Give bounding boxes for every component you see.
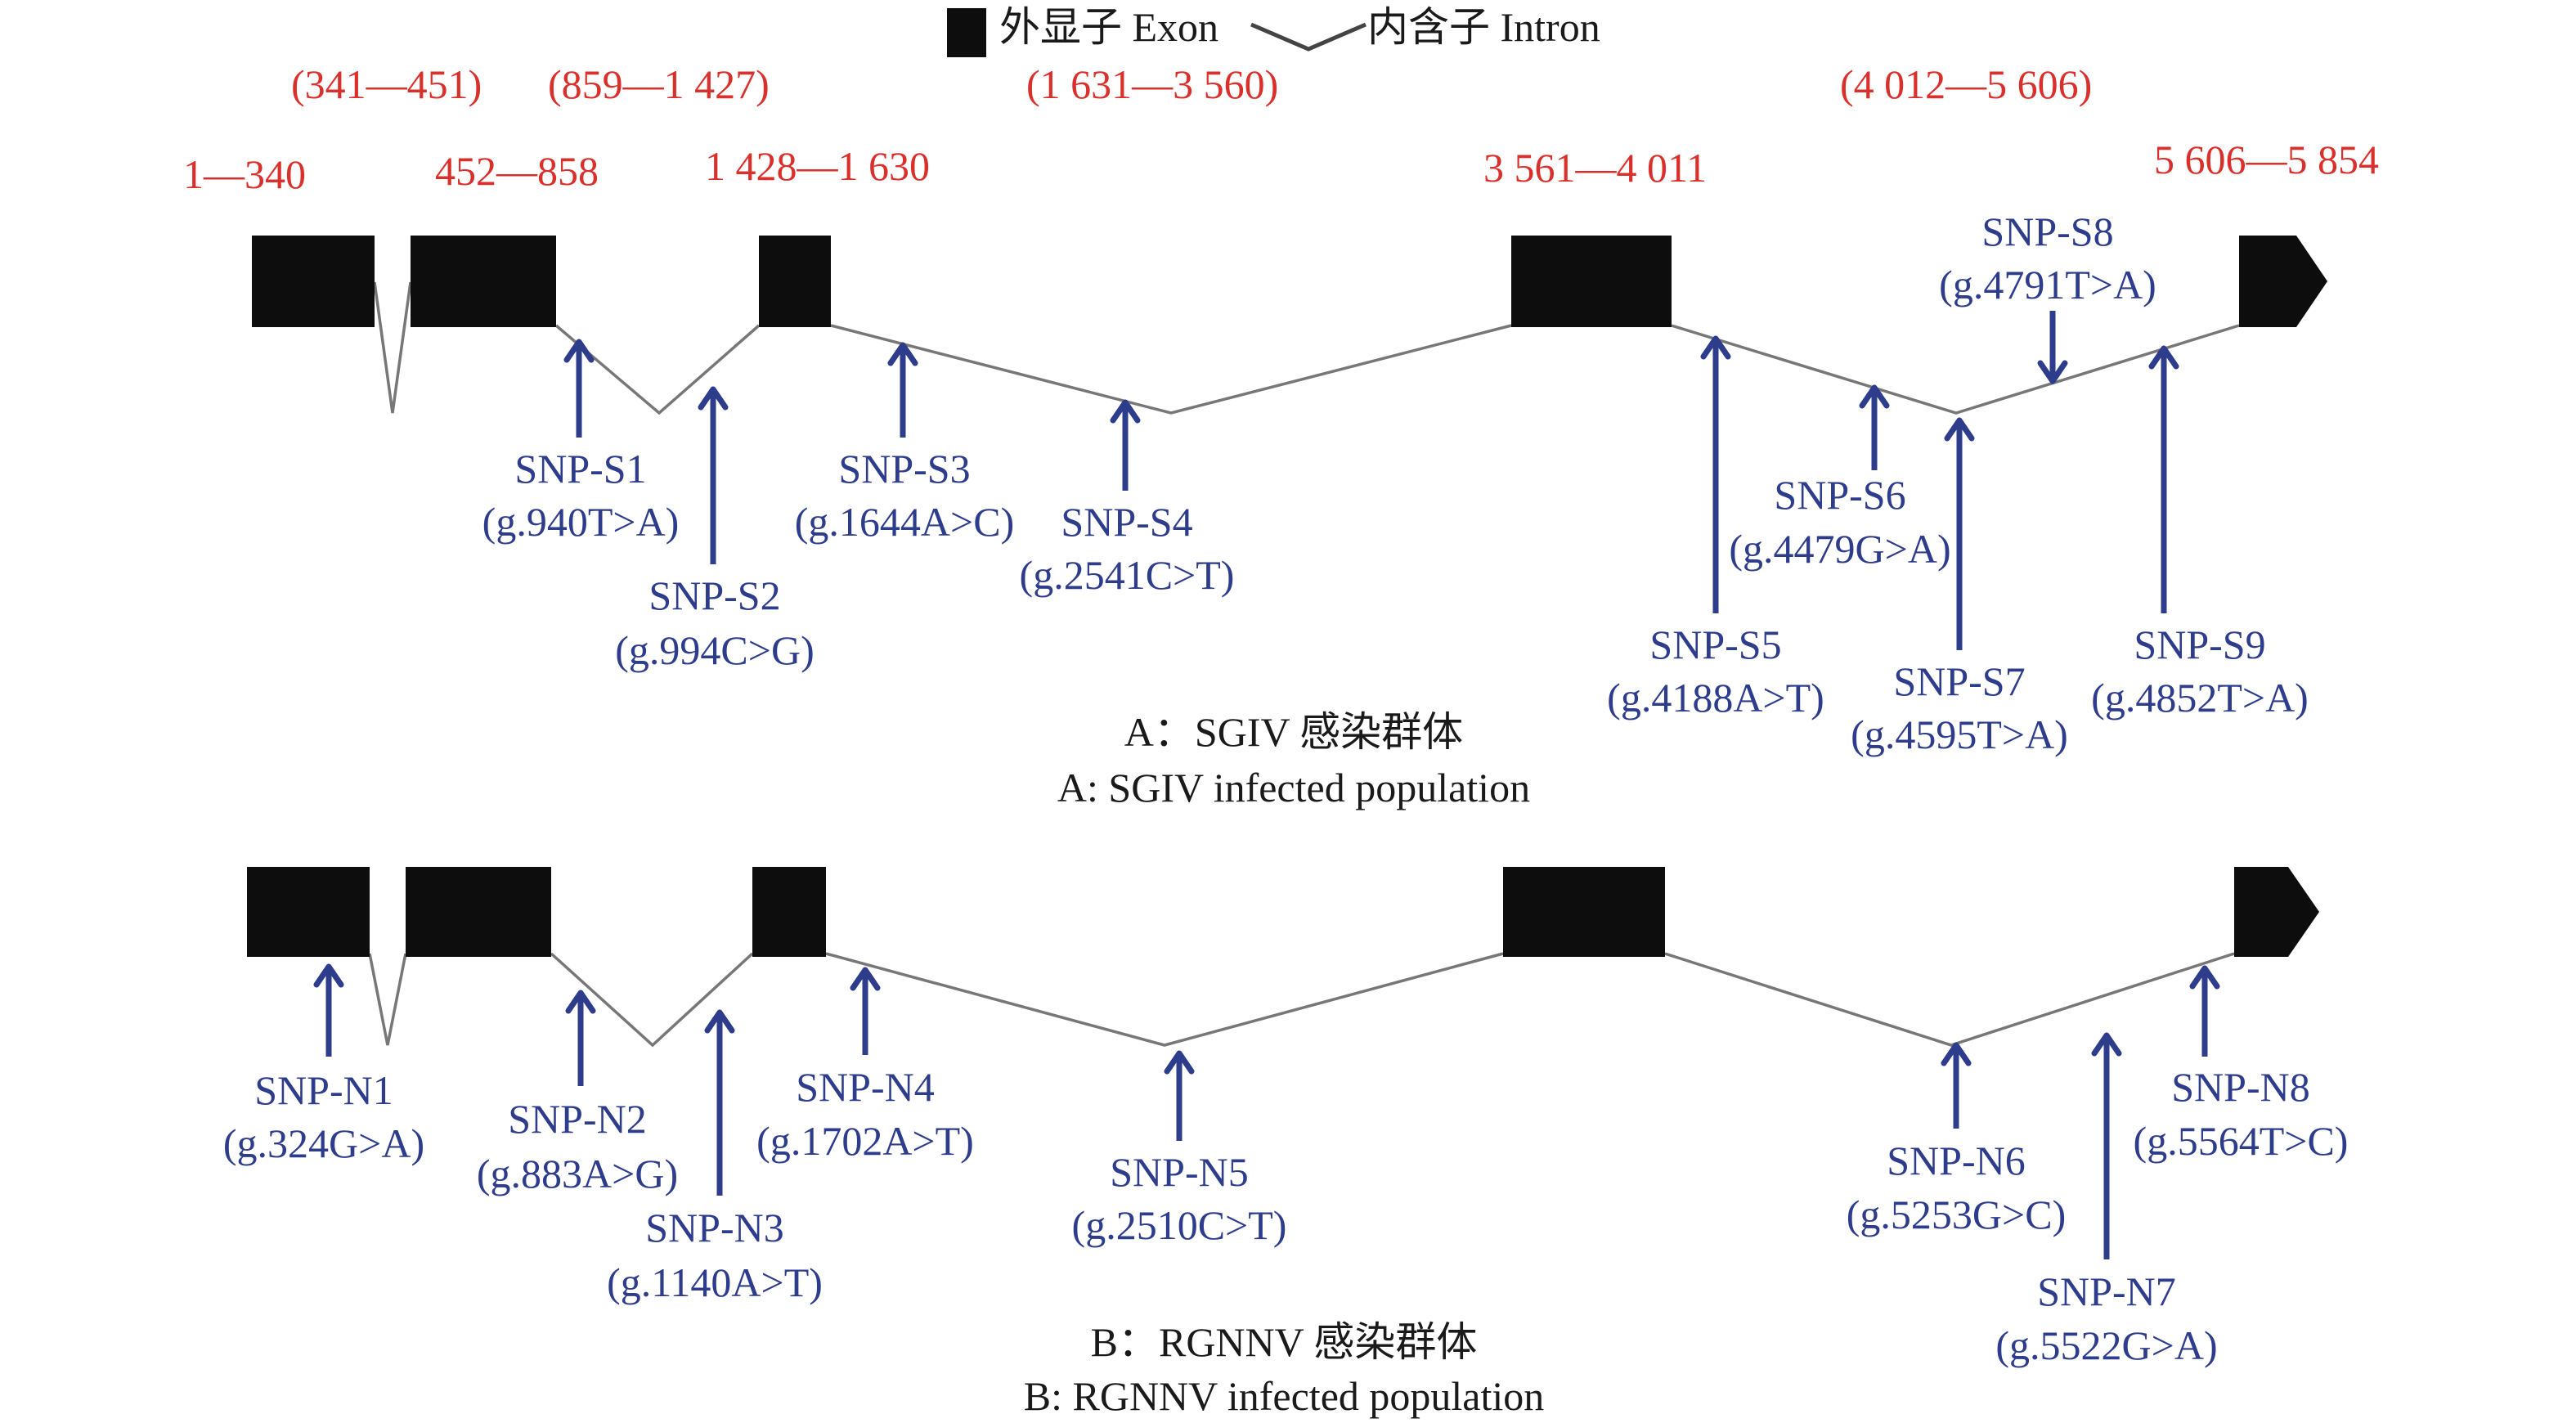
panel-b-caption-en: B: RGNNV infected population bbox=[1024, 1373, 1545, 1419]
panel-a: (341—451) (859—1 427) (1 631—3 560) (4 0… bbox=[183, 61, 2379, 810]
intron-range-a-4: (4 012—5 606) bbox=[1840, 61, 2092, 107]
intron-a-2 bbox=[554, 324, 761, 415]
snp-s3-variant: (g.1644A>C) bbox=[795, 499, 1014, 545]
snp-s2-variant: (g.994C>G) bbox=[615, 627, 814, 673]
panel-a-caption-cn: A：SGIV 感染群体 bbox=[1124, 709, 1463, 755]
snp-s7-arrow bbox=[1944, 417, 1975, 650]
intron-legend-label: 内含子 Intron bbox=[1367, 4, 1600, 50]
panel-b-caption-cn: B：RGNNV 感染群体 bbox=[1091, 1319, 1478, 1365]
intron-range-a-1: (341—451) bbox=[291, 61, 482, 107]
snp-n2-variant: (g.883A>G) bbox=[477, 1151, 678, 1196]
panel-b: SNP-N1 (g.324G>A) SNP-N2 (g.883A>G) SNP-… bbox=[223, 867, 2349, 1419]
snp-n4-variant: (g.1702A>T) bbox=[756, 1118, 974, 1164]
snp-s7-variant: (g.4595T>A) bbox=[1851, 712, 2068, 757]
snp-n6-variant: (g.5253G>C) bbox=[1847, 1192, 2066, 1237]
intron-legend-swatch bbox=[1250, 22, 1367, 52]
snp-n5-name: SNP-N5 bbox=[1110, 1149, 1248, 1195]
snp-s5-variant: (g.4188A>T) bbox=[1607, 675, 1824, 720]
snp-s9-arrow bbox=[2148, 345, 2179, 613]
exon-range-a-3: 1 428—1 630 bbox=[705, 143, 930, 189]
exon-b-2 bbox=[406, 867, 551, 957]
exon-range-a-4: 3 561—4 011 bbox=[1483, 145, 1707, 191]
exon-a-4 bbox=[1511, 236, 1672, 327]
intron-range-a-3: (1 631—3 560) bbox=[1026, 61, 1278, 107]
snp-s8-arrow bbox=[2037, 311, 2068, 384]
snp-s6-variant: (g.4479G>A) bbox=[1729, 526, 1950, 572]
snp-s7-name: SNP-S7 bbox=[1893, 658, 2025, 704]
snp-s3-arrow bbox=[887, 342, 918, 438]
snp-n8-name: SNP-N8 bbox=[2171, 1064, 2309, 1110]
snp-s8-name: SNP-S8 bbox=[1981, 209, 2113, 254]
snp-s1-name: SNP-S1 bbox=[514, 446, 646, 492]
snp-n1-variant: (g.324G>A) bbox=[223, 1120, 424, 1166]
exon-a-1 bbox=[252, 236, 375, 327]
exon-range-a-1: 1—340 bbox=[183, 151, 306, 197]
snp-n3-variant: (g.1140A>T) bbox=[607, 1259, 823, 1305]
snp-n5-variant: (g.2510C>T) bbox=[1072, 1202, 1287, 1248]
snp-n4-arrow bbox=[850, 967, 881, 1055]
exon-legend-label: 外显子 Exon bbox=[999, 4, 1218, 50]
snp-n7-variant: (g.5522G>A) bbox=[1995, 1322, 2217, 1368]
exon-legend-swatch bbox=[947, 8, 986, 57]
snp-s2-arrow bbox=[698, 386, 729, 564]
snp-s5-name: SNP-S5 bbox=[1649, 622, 1781, 667]
intron-a-4 bbox=[1671, 324, 2240, 415]
snp-n4-name: SNP-N4 bbox=[796, 1064, 934, 1110]
snp-s6-name: SNP-S6 bbox=[1774, 472, 1905, 518]
exon-b-1 bbox=[247, 867, 370, 957]
intron-a-1 bbox=[373, 281, 412, 414]
snp-s5-arrow bbox=[1700, 335, 1731, 613]
exon-b-3 bbox=[752, 867, 826, 957]
snp-s4-name: SNP-S4 bbox=[1061, 499, 1192, 545]
snp-s2-name: SNP-S2 bbox=[648, 572, 780, 618]
snp-n7-arrow bbox=[2091, 1032, 2122, 1259]
snp-n6-name: SNP-N6 bbox=[1887, 1138, 2025, 1183]
snp-s9-name: SNP-S9 bbox=[2134, 622, 2265, 667]
snp-n8-variant: (g.5564T>C) bbox=[2134, 1118, 2349, 1164]
snp-n7-name: SNP-N7 bbox=[2037, 1268, 2175, 1314]
snp-n1-name: SNP-N1 bbox=[254, 1067, 393, 1113]
snp-s4-variant: (g.2541C>T) bbox=[1020, 552, 1235, 598]
snp-s4-arrow bbox=[1110, 399, 1141, 491]
exon-range-a-2: 452—858 bbox=[435, 148, 599, 194]
intron-b-3 bbox=[825, 952, 1504, 1047]
snp-n3-name: SNP-N3 bbox=[645, 1205, 783, 1250]
snp-n2-name: SNP-N2 bbox=[508, 1096, 646, 1142]
legend: 外显子 Exon 内含子 Intron bbox=[947, 4, 1600, 57]
exon-b-5 bbox=[2234, 867, 2319, 957]
snp-s1-variant: (g.940T>A) bbox=[482, 499, 680, 545]
intron-b-2 bbox=[550, 952, 754, 1048]
panel-a-caption-en: A: SGIV infected population bbox=[1057, 765, 1530, 810]
exon-a-5 bbox=[2239, 236, 2327, 327]
exon-a-3 bbox=[759, 236, 831, 327]
intron-b-4 bbox=[1664, 952, 2235, 1047]
snp-n1-arrow bbox=[313, 963, 344, 1057]
intron-a-3 bbox=[830, 324, 1512, 415]
snp-n3-arrow bbox=[704, 1009, 735, 1196]
intron-b-1 bbox=[368, 953, 407, 1046]
snp-n5-arrow bbox=[1164, 1050, 1195, 1141]
snp-s3-name: SNP-S3 bbox=[838, 446, 970, 492]
snp-n2-arrow bbox=[565, 990, 596, 1086]
snp-s8-variant: (g.4791T>A) bbox=[1939, 262, 2156, 307]
exon-range-a-5: 5 606—5 854 bbox=[2154, 137, 2379, 182]
snp-s6-arrow bbox=[1859, 384, 1890, 470]
snp-n8-arrow bbox=[2189, 965, 2220, 1057]
exon-a-2 bbox=[411, 236, 556, 327]
intron-range-a-2: (859—1 427) bbox=[548, 61, 770, 107]
snp-s9-variant: (g.4852T>A) bbox=[2091, 675, 2309, 720]
snp-s1-arrow bbox=[563, 339, 595, 438]
snp-n6-arrow bbox=[1941, 1042, 1972, 1129]
exon-b-4 bbox=[1503, 867, 1665, 957]
